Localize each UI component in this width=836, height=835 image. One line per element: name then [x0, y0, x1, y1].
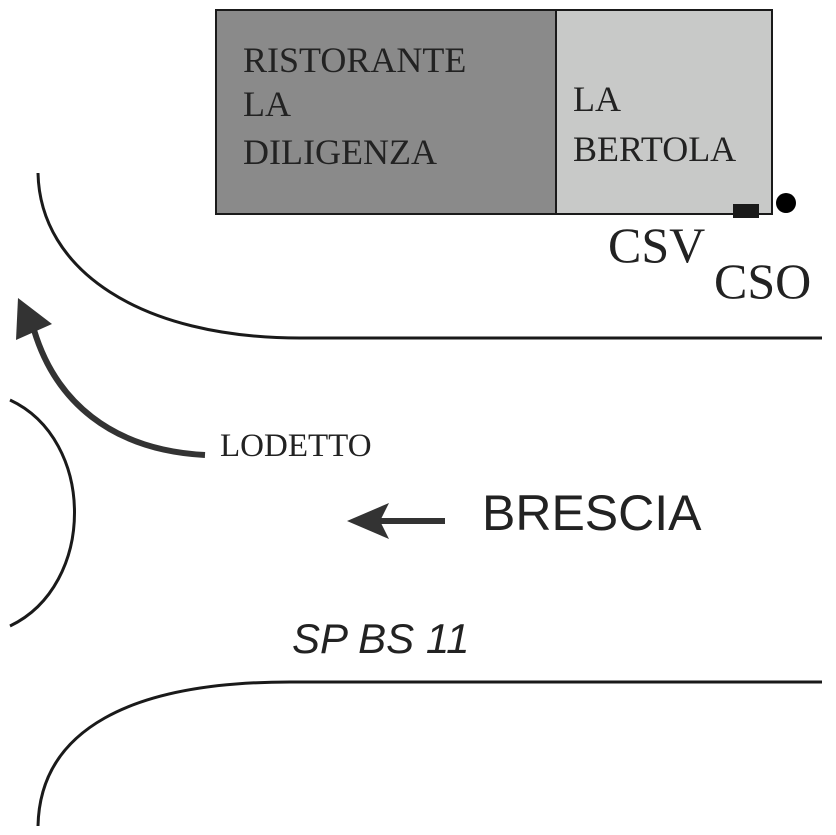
building-la-bertola [555, 9, 773, 215]
ristorante-name: RISTORANTE LA DILIGENZA [243, 40, 475, 172]
road-edge-left-curve [9, 398, 76, 628]
bertola-line-2: BERTOLA [573, 129, 736, 169]
brescia-label: BRESCIA [482, 485, 702, 541]
bertola-line-1: LA [573, 79, 621, 119]
road-edge-lower [36, 680, 822, 827]
ristorante-line-3: DILIGENZA [243, 132, 437, 172]
ristorante-line-2: LA [243, 84, 291, 124]
ristorante-line-1: RISTORANTE [243, 40, 466, 80]
brescia-direction: BRESCIA [347, 485, 702, 541]
buildings: RISTORANTE LA DILIGENZA LA BERTOLA [215, 9, 773, 215]
cso-marker [776, 193, 796, 213]
lodetto-arrowhead [16, 298, 52, 340]
station-markers: CSV CSO [608, 193, 811, 309]
building-ristorante-la-diligenza [215, 9, 557, 215]
road-edge-upper [36, 172, 822, 340]
road-name-label: SP BS 11 [292, 615, 469, 662]
csv-marker [733, 204, 759, 218]
lodetto-arrow-shaft [31, 329, 206, 458]
lodetto-label: LODETTO [220, 428, 372, 464]
bertola-name: LA BERTOLA [573, 79, 736, 169]
brescia-arrowhead [347, 503, 389, 539]
road-edges [9, 172, 822, 827]
lodetto-direction: LODETTO [16, 298, 372, 464]
cso-label: CSO [714, 253, 811, 309]
csv-label: CSV [608, 217, 705, 273]
